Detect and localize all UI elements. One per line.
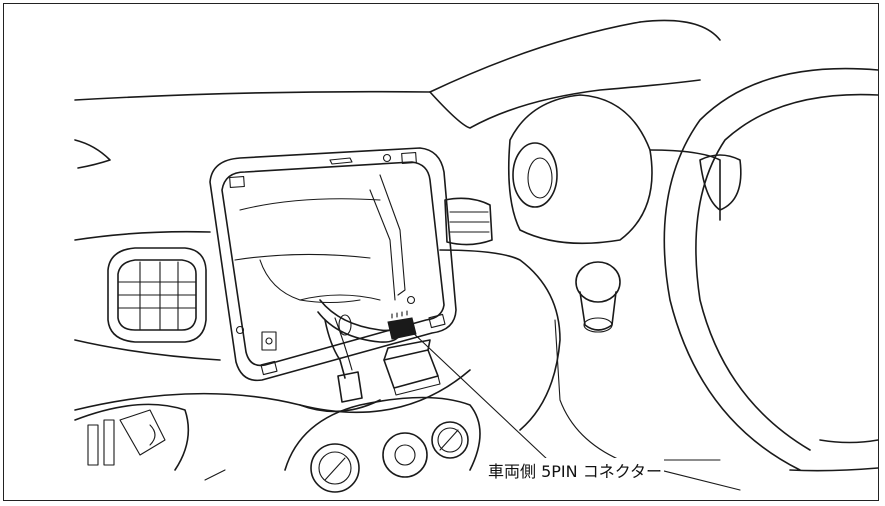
control-knob <box>575 261 621 333</box>
connector-callout-label: 車両側 5PIN コネクター <box>486 458 665 482</box>
dashboard-body <box>74 230 561 431</box>
right-air-vent <box>444 197 493 246</box>
steering-wheel <box>663 67 879 472</box>
mating-connector <box>383 339 441 396</box>
left-air-vent <box>107 247 207 343</box>
lower-left-trim <box>74 403 190 471</box>
climate-control-panel <box>284 396 481 493</box>
cavity-interior <box>234 174 406 351</box>
dashboard-top <box>74 19 721 169</box>
wiring-harness <box>317 299 401 403</box>
callout-leader <box>409 329 721 461</box>
5pin-connector <box>387 310 417 340</box>
head-unit-frame <box>209 147 457 382</box>
instrument-cluster <box>507 94 721 245</box>
